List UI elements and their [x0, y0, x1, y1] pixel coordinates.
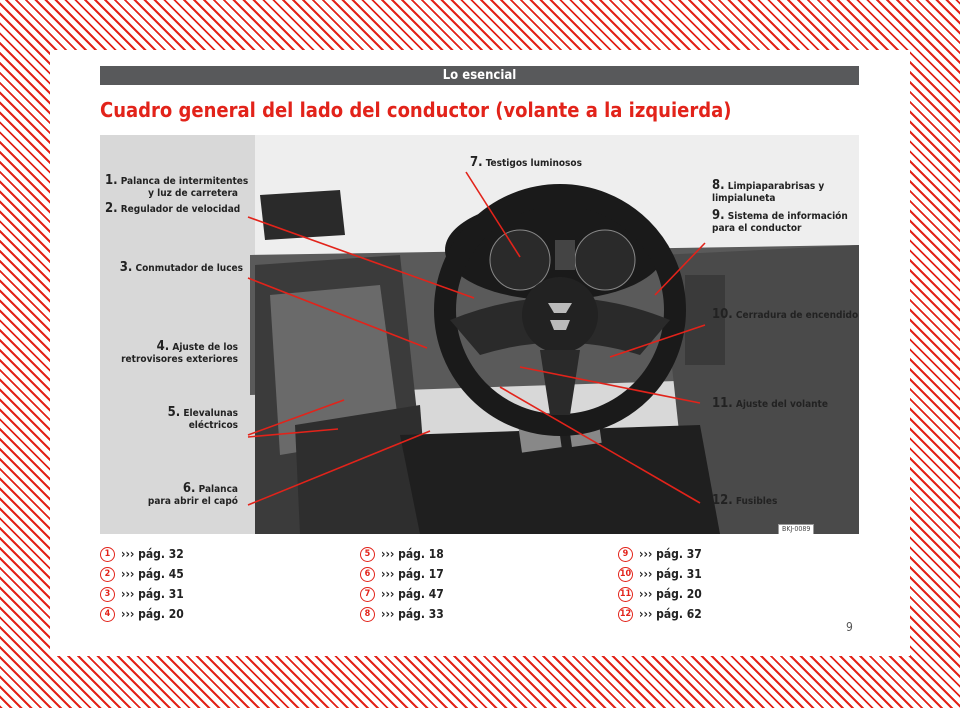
callout-12: 12. Fusibles	[712, 493, 778, 508]
callout-4-text-line2: retrovisores exteriores	[121, 354, 238, 365]
callout-2-text: Regulador de velocidad	[120, 204, 241, 215]
callout-5-text: Elevalunas	[183, 408, 238, 419]
callout-9-text: Sistema de información	[727, 211, 848, 222]
reference-item[interactable]: 6 ››› pág. 17	[360, 564, 444, 584]
reference-number-badge: 1	[100, 547, 115, 562]
reference-number-badge: 8	[360, 607, 375, 622]
dashboard-illustration	[100, 135, 859, 534]
callout-4: 4. Ajuste de los retrovisores exteriores	[105, 339, 238, 366]
reference-link[interactable]: ››› pág. 47	[381, 587, 444, 601]
references-column-1: 1 ››› pág. 32 2 ››› pág. 45 3 ››› pág. 31 4…	[100, 544, 184, 624]
callout-4-text: Ajuste de los	[172, 342, 238, 353]
references-column-3: 9 ››› pág. 37 10 ››› pág. 31 11 ››› pág. 20…	[618, 544, 702, 624]
page-title: Cuadro general del lado del conductor (v…	[100, 98, 732, 122]
callout-8-text-line2: limpialuneta	[712, 193, 776, 204]
reference-item[interactable]: 1 ››› pág. 32	[100, 544, 184, 564]
reference-item[interactable]: 2 ››› pág. 45	[100, 564, 184, 584]
callout-3: 3. Conmutador de luces	[105, 260, 244, 275]
callout-7: 7. Testigos luminosos	[470, 155, 582, 170]
callout-6-text: Palanca	[198, 484, 238, 495]
reference-link[interactable]: ››› pág. 20	[121, 607, 184, 621]
reference-number-badge: 4	[100, 607, 115, 622]
callout-5: 5. Elevalunas eléctricos	[105, 405, 238, 432]
callout-12-number: 12.	[712, 493, 733, 508]
callout-11-number: 11.	[712, 396, 733, 411]
callout-5-number: 5.	[167, 405, 181, 420]
callout-9-text-line2: para el conductor	[712, 223, 802, 234]
reference-number-badge: 7	[360, 587, 375, 602]
callout-10-text: Cerradura de encendido	[735, 310, 859, 321]
reference-link[interactable]: ››› pág. 62	[639, 607, 702, 621]
callout-8-text: Limpiaparabrisas y	[727, 181, 825, 192]
callout-3-text: Conmutador de luces	[135, 263, 244, 274]
callout-7-number: 7.	[470, 155, 483, 170]
reference-item[interactable]: 5 ››› pág. 18	[360, 544, 444, 564]
reference-number-badge: 9	[618, 547, 633, 562]
callout-2-number: 2.	[105, 201, 118, 216]
callout-3-number: 3.	[119, 260, 133, 275]
reference-link[interactable]: ››› pág. 37	[639, 547, 702, 561]
callout-6-number: 6.	[182, 481, 196, 496]
reference-item[interactable]: 8 ››› pág. 33	[360, 604, 444, 624]
callout-6: 6. Palanca para abrir el capó	[105, 481, 238, 508]
figure-code: BKJ-0089	[778, 524, 815, 534]
reference-link[interactable]: ››› pág. 18	[381, 547, 444, 561]
reference-item[interactable]: 4 ››› pág. 20	[100, 604, 184, 624]
callout-4-number: 4.	[156, 339, 170, 354]
reference-link[interactable]: ››› pág. 31	[121, 587, 184, 601]
callout-5-text-line2: eléctricos	[188, 420, 238, 431]
callout-8: 8. Limpiaparabrisas y limpialuneta	[712, 178, 825, 205]
callout-12-text: Fusibles	[735, 496, 778, 507]
reference-number-badge: 3	[100, 587, 115, 602]
callout-10: 10. Cerradura de encendido	[712, 307, 859, 322]
reference-link[interactable]: ››› pág. 17	[381, 567, 444, 581]
reference-item[interactable]: 12 ››› pág. 62	[618, 604, 702, 624]
reference-number-badge: 12	[618, 607, 633, 622]
callout-2: 2. Regulador de velocidad	[105, 201, 241, 216]
dashboard-figure: 1. Palanca de intermitentes y luz de car…	[100, 135, 859, 534]
reference-number-badge: 2	[100, 567, 115, 582]
callout-1-text: Palanca de intermitentes	[120, 176, 249, 187]
callout-1-number: 1.	[105, 173, 118, 188]
callout-11: 11. Ajuste del volante	[712, 396, 828, 411]
reference-item[interactable]: 10 ››› pág. 31	[618, 564, 702, 584]
callout-9-number: 9.	[712, 208, 725, 223]
reference-link[interactable]: ››› pág. 20	[639, 587, 702, 601]
section-header: Lo esencial	[100, 66, 859, 85]
reference-number-badge: 11	[618, 587, 633, 602]
reference-link[interactable]: ››› pág. 45	[121, 567, 184, 581]
reference-item[interactable]: 3 ››› pág. 31	[100, 584, 184, 604]
reference-number-badge: 5	[360, 547, 375, 562]
callout-11-text: Ajuste del volante	[735, 399, 828, 410]
callout-9: 9. Sistema de información para el conduc…	[712, 208, 848, 235]
reference-link[interactable]: ››› pág. 32	[121, 547, 184, 561]
reference-item[interactable]: 9 ››› pág. 37	[618, 544, 702, 564]
callout-1-text-line2: y luz de carretera	[148, 188, 238, 199]
reference-link[interactable]: ››› pág. 33	[381, 607, 444, 621]
callout-7-text: Testigos luminosos	[485, 158, 582, 169]
reference-link[interactable]: ››› pág. 31	[639, 567, 702, 581]
callout-6-text-line2: para abrir el capó	[147, 496, 238, 507]
reference-number-badge: 6	[360, 567, 375, 582]
references-column-2: 5 ››› pág. 18 6 ››› pág. 17 7 ››› pág. 47 8…	[360, 544, 444, 624]
page-number: 9	[846, 620, 853, 634]
callout-10-number: 10.	[712, 307, 733, 322]
callout-1: 1. Palanca de intermitentes y luz de car…	[105, 173, 248, 200]
reference-number-badge: 10	[618, 567, 633, 582]
reference-item[interactable]: 7 ››› pág. 47	[360, 584, 444, 604]
callout-8-number: 8.	[712, 178, 725, 193]
reference-item[interactable]: 11 ››› pág. 20	[618, 584, 702, 604]
